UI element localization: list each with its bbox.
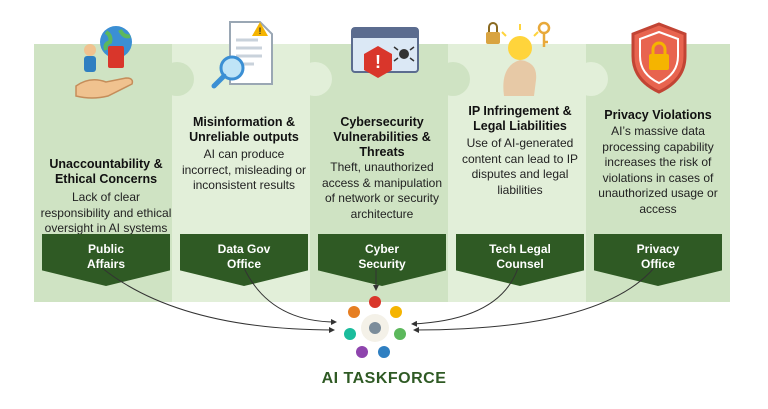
arrow-privacy [413, 267, 655, 333]
document-warning-icon: ! [211, 21, 273, 89]
risk-title: IP Infringement & Legal Liabilities [468, 104, 572, 133]
risk-description: Theft, unauthorized access & manipulatio… [321, 160, 443, 221]
risk-description: Lack of clear responsibility and ethical… [40, 190, 172, 235]
owner-label: Office [640, 257, 675, 271]
owner-label: Counsel [496, 257, 544, 271]
owner-label: Security [358, 257, 406, 271]
owner-label: Cyber [364, 242, 399, 256]
hand-globe-icon [75, 26, 134, 99]
risk-title: Privacy Violations [604, 108, 712, 122]
svg-text:!: ! [375, 52, 381, 72]
risk-title: Cybersecurity Vulnerabilities & Threats [333, 115, 431, 159]
puzzle-connector [574, 62, 608, 96]
arrow-data-gov [243, 267, 337, 325]
puzzle-connector [298, 62, 332, 96]
owner-label: Data Gov [217, 242, 271, 256]
risk-description: AI’s massive data processing capability … [598, 124, 718, 216]
people-circle-icon [344, 296, 406, 358]
shield-lock-icon [631, 22, 687, 94]
risk-description: AI can produce incorrect, misleading or … [181, 147, 307, 192]
owner-label: Affairs [86, 257, 125, 271]
risk-panel-cybersecurity: Cybersecurity Vulnerabilities & Threats … [310, 44, 454, 302]
risk-panel-misinformation: Misinformation & Unreliable outputs AI c… [172, 44, 316, 302]
owner-label: Tech Legal [489, 242, 551, 256]
lightbulb-lock-icon [486, 21, 551, 96]
puzzle-connector [160, 62, 194, 96]
owner-label: Privacy [636, 242, 680, 256]
taskforce-label: AI TASKFORCE [321, 370, 447, 387]
browser-alert-icon: ! [351, 27, 419, 78]
svg-text:!: ! [259, 26, 262, 36]
risk-title: Misinformation & Unreliable outputs [189, 115, 299, 144]
risk-title: Unaccountability & Ethical Concerns [49, 157, 163, 186]
arrow-public-affairs [101, 267, 335, 333]
owner-label: Office [226, 257, 261, 271]
owner-label: Public [87, 242, 124, 256]
arrow-tech-legal [411, 267, 519, 327]
risk-description: Use of AI-generated content can lead to … [461, 136, 579, 197]
puzzle-connector [436, 62, 470, 96]
